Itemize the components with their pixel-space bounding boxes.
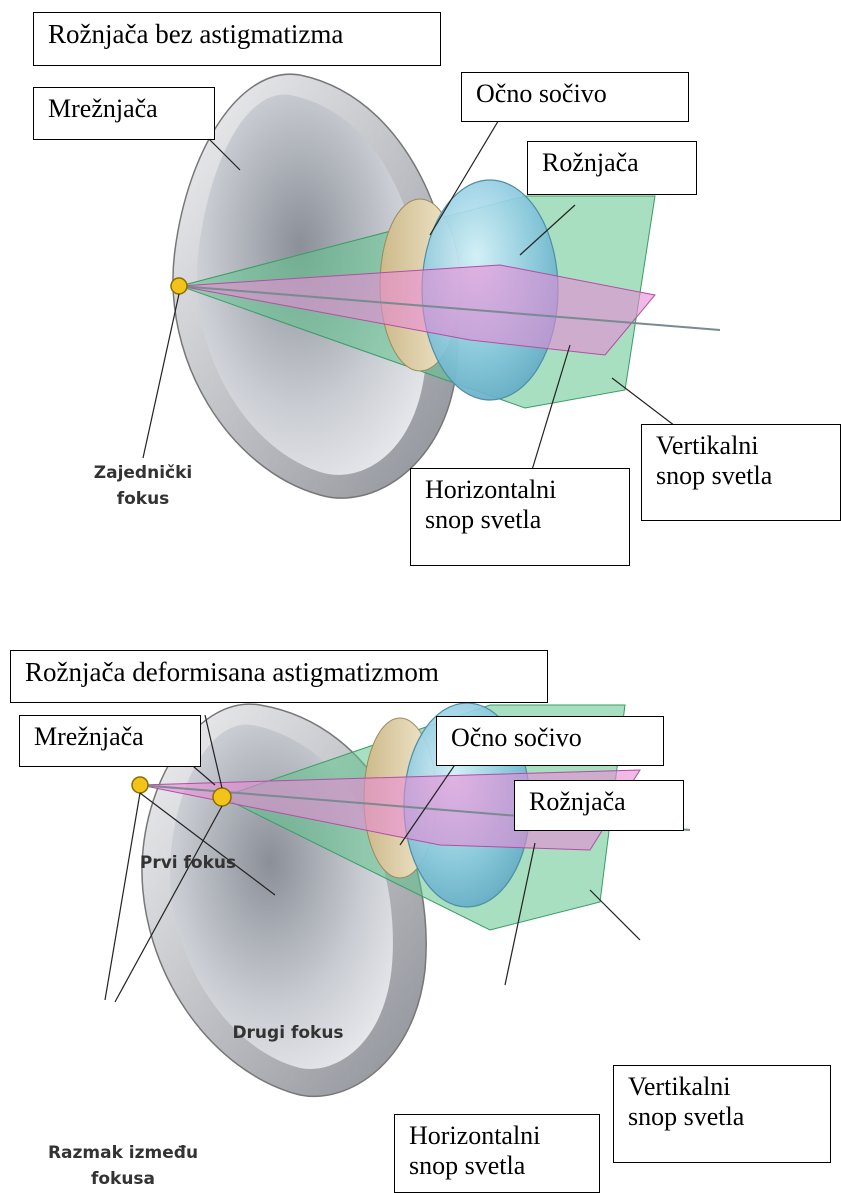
first-focus-label: Prvi fokus [118,850,258,876]
horizontal-beam-label-bottom: Horizontalni snop svetla [394,1114,600,1193]
lens-label-bottom: Očno sočivo [436,716,664,766]
horizontal-beam-label-top: Horizontalni snop svetla [410,468,630,566]
common-focus-point [171,278,187,294]
pointer-gap-a [105,793,140,1000]
first-focus-point [213,788,231,806]
retina-label-top: Mrežnjača [33,87,215,140]
cornea-label-top: Rožnjača [527,141,697,195]
second-focus-label: Drugi fokus [218,1020,358,1046]
pointer-focus [143,294,179,458]
diagram-top: Rožnjača bez astigmatizma Mrežnjača Očno… [0,0,841,580]
diagram-bottom: Rožnjača deformisana astigmatizmom Mrežn… [0,640,841,1193]
pointer-vertical [590,890,640,940]
lens-label-top: Očno sočivo [461,72,689,122]
common-focus-label-top: Zajednički fokus [78,460,208,512]
vertical-beam-label-top: Vertikalni snop svetla [641,424,841,521]
retina-label-bottom: Mrežnjača [19,715,201,767]
focus-gap-label: Razmak između fokusa [38,1140,208,1192]
title-label-bottom: Rožnjača deformisana astigmatizmom [10,650,548,703]
second-focus-point [132,777,148,793]
vertical-beam-label-bottom: Vertikalni snop svetla [613,1065,831,1163]
title-label-top: Rožnjača bez astigmatizma [33,12,441,66]
cornea-label-bottom: Rožnjača [514,780,684,831]
